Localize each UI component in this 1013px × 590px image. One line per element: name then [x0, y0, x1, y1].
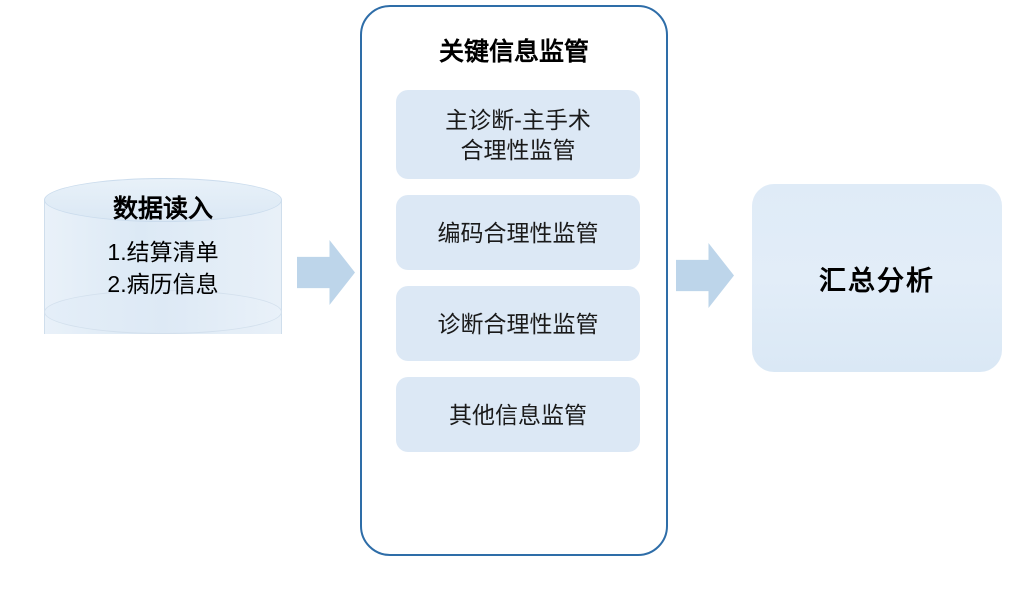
data-source-cylinder: 数据读入 1.结算清单 2.病历信息 — [44, 178, 282, 356]
summary-analysis-box[interactable]: 汇总分析 — [752, 184, 1002, 372]
supervision-item-line2: 合理性监管 — [460, 136, 576, 163]
supervision-item-coding[interactable]: 编码合理性监管 — [396, 195, 640, 270]
right-arrow-icon-supervision-to-summary — [676, 243, 734, 308]
supervision-item-diagnosis[interactable]: 诊断合理性监管 — [396, 286, 640, 361]
supervision-item-list: 主诊断-主手术 合理性监管 编码合理性监管 诊断合理性监管 其他信息监管 — [396, 90, 640, 468]
data-source-item-2: 2.病历信息 — [107, 271, 219, 297]
cylinder-top-ellipse — [44, 178, 282, 222]
data-source-item-1: 1.结算清单 — [107, 239, 219, 265]
supervision-item-line1: 其他信息监管 — [449, 401, 587, 428]
data-source-title: 数据读入 — [112, 195, 213, 223]
supervision-item-main-diagnosis-surgery[interactable]: 主诊断-主手术 合理性监管 — [396, 90, 640, 179]
supervision-item-line1: 编码合理性监管 — [437, 219, 599, 246]
supervision-item-line1: 诊断合理性监管 — [437, 310, 599, 337]
supervision-item-line1: 主诊断-主手术 — [445, 106, 591, 133]
right-arrow-icon-source-to-supervision — [297, 240, 355, 305]
summary-analysis-label: 汇总分析 — [819, 265, 935, 296]
data-source-items: 1.结算清单 2.病历信息 — [44, 236, 282, 300]
cylinder-bottom-ellipse — [44, 290, 282, 334]
supervision-title: 关键信息监管 — [438, 38, 589, 66]
supervision-item-other-info[interactable]: 其他信息监管 — [396, 377, 640, 452]
supervision-container: 关键信息监管 主诊断-主手术 合理性监管 编码合理性监管 诊断合理性监管 其他信… — [360, 5, 668, 556]
